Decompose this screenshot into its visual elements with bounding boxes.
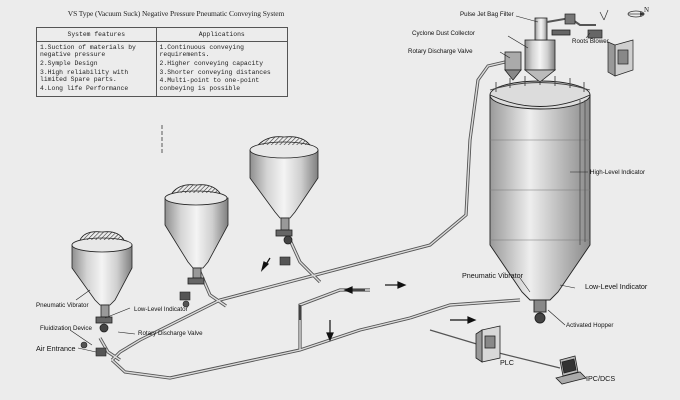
diagram-title: VS Type (Vacuum Suck) Negative Pressure … — [67, 9, 285, 18]
applications-list: 1.Continuous conveying requirements. 2.H… — [155, 40, 289, 98]
label-low-level-indicator-right: Low-Level Indicator — [585, 282, 648, 291]
applications-header: Applications — [155, 27, 289, 42]
label-ipc-dcs: IPC/DCS — [586, 374, 616, 383]
label-high-level-indicator: High-Level Indicator — [590, 169, 646, 176]
ipc-computer-icon — [555, 355, 587, 385]
feature-item: 3.High reliability with limited Spare pa… — [40, 68, 129, 83]
application-item: 2.Higher conveying capacity — [159, 59, 264, 67]
plc-cabinet — [475, 325, 501, 363]
small-silo-1 — [71, 231, 133, 333]
small-silo-2 — [164, 184, 229, 285]
main-silo — [489, 75, 591, 324]
features-list: 1.Suction of materials by negative press… — [36, 40, 157, 98]
bag-filter-cyclone — [504, 17, 571, 83]
control-cabinet — [607, 39, 634, 77]
feature-item: 4.Long life Performance — [40, 84, 129, 92]
label-rotary-discharge-valve-top: Rotary Discharge Valve — [408, 48, 473, 55]
roots-blower — [546, 9, 609, 39]
application-item: 1.Continuous conveying requirements. — [159, 44, 244, 59]
label-activated-hopper: Activated Hopper — [566, 322, 614, 329]
label-pneumatic-vibrator-right: Pneumatic Vibrator — [462, 271, 523, 280]
features-header: System features — [36, 27, 157, 42]
application-item: 3.Shorter conveying distances — [159, 68, 271, 76]
north-arrow-icon — [627, 10, 645, 18]
label-cyclone-dust-collector: Cyclone Dust Collector — [412, 30, 475, 37]
features-table: System features Applications 1.Suction o… — [36, 27, 289, 98]
small-silo-3 — [249, 136, 319, 245]
label-rotary-discharge-valve-bottom: Rotary Discharge Valve — [138, 330, 203, 337]
feature-item: 2.Symple Design — [40, 59, 98, 67]
label-pulse-jet-bag-filter: Pulse Jet Bag Filter — [460, 11, 514, 18]
flow-arrows — [260, 257, 477, 342]
label-north: N — [644, 6, 650, 14]
label-plc: PLC — [500, 358, 514, 367]
label-pneumatic-vibrator-left: Pneumatic Vibrator — [36, 302, 89, 309]
label-air-entrance: Air Entrance — [36, 344, 76, 353]
feature-item: 1.Suction of materials by negative press… — [40, 44, 136, 59]
leader-lines — [69, 15, 591, 353]
label-roots-blower: Roots Blower — [572, 38, 609, 45]
pipeline-valves — [80, 256, 291, 357]
application-item: 4.Multi-point to one-point conbeying is … — [159, 77, 260, 92]
label-low-level-indicator-left: Low-Level Indicator — [134, 306, 188, 313]
label-fluidization-device: Fluidization Device — [40, 325, 92, 332]
